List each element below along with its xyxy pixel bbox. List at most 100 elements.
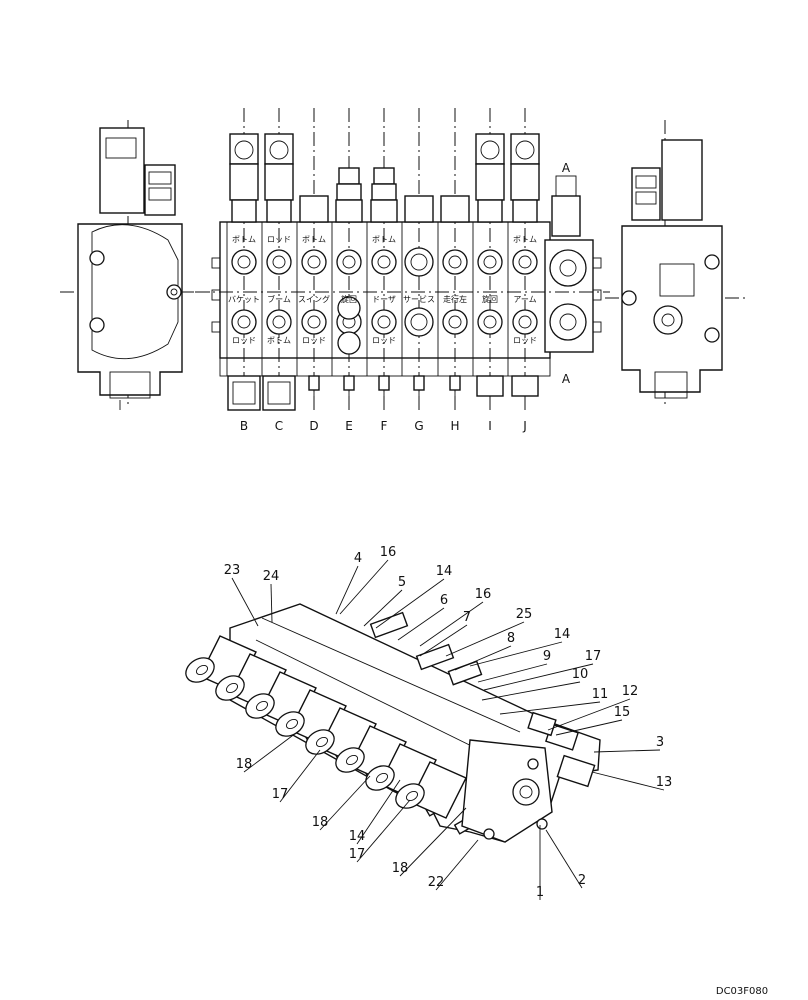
callout-number: 8 <box>507 631 515 646</box>
jp-bot-c: ボトム <box>267 336 291 345</box>
callout-number: 4 <box>354 551 362 566</box>
callout: 6 <box>397 593 448 641</box>
jp-mid-i: 旋回 <box>482 294 498 304</box>
section-label-h: H <box>450 419 459 433</box>
callout: 22 <box>428 839 479 891</box>
callout: 14 <box>469 627 571 667</box>
callout: 2 <box>545 829 586 889</box>
callout: 15 <box>555 705 631 736</box>
jp-mid-d: スイング <box>298 294 330 304</box>
jp-mid-c: ブーム <box>267 294 291 304</box>
callout-number: 15 <box>614 705 631 720</box>
valve-section <box>472 108 505 412</box>
callout-number: 3 <box>656 735 664 750</box>
callout-number: 14 <box>349 829 366 844</box>
jp-top-c: ロッド <box>267 235 291 244</box>
jp-mid-g: サービス <box>403 295 435 304</box>
callout: 11 <box>499 687 609 715</box>
side-label-a-top: A <box>562 161 571 175</box>
callout-number: 7 <box>463 610 471 625</box>
callout-number: 16 <box>380 545 397 560</box>
callout: 12 <box>547 684 639 731</box>
callout-number: 18 <box>236 757 253 772</box>
callout: 18 <box>392 807 467 877</box>
callout: 5 <box>363 575 406 627</box>
callout-number: 11 <box>592 687 609 702</box>
section-label-i: I <box>488 419 492 433</box>
valve-section <box>401 108 434 412</box>
jp-bot-f: ロッド <box>372 336 396 345</box>
callout: 10 <box>481 667 589 701</box>
callout: 7 <box>419 610 471 657</box>
jp-top-b: ボトム <box>232 235 256 244</box>
callout: 18 <box>236 729 301 773</box>
valve-section <box>331 108 363 412</box>
callout: 8 <box>454 631 515 671</box>
callout: 3 <box>593 735 664 753</box>
jp-mid-h: 走行左 <box>443 294 467 304</box>
callout: 17 <box>272 749 321 803</box>
callout: 16 <box>419 587 492 647</box>
valve-section <box>366 108 398 412</box>
callout-number: 10 <box>572 667 589 682</box>
callout: 13 <box>591 771 672 791</box>
callout-number: 2 <box>578 873 586 888</box>
section-label-j: J <box>522 419 527 433</box>
right-side-view <box>605 120 745 408</box>
callout: 14 <box>375 564 453 629</box>
callout-number: 5 <box>398 575 406 590</box>
valve-section <box>296 108 329 412</box>
callout-number: 6 <box>440 593 448 608</box>
callout-number: 22 <box>428 875 445 890</box>
valve-section <box>261 108 296 412</box>
callout-number: 1 <box>536 885 544 900</box>
jp-top-d: ボトム <box>302 235 326 244</box>
callout: 4 <box>335 551 362 615</box>
callout-number: 12 <box>622 684 639 699</box>
callout-number: 18 <box>392 861 409 876</box>
section-labels: B C D E F G H I J A A <box>240 161 571 433</box>
valve-section <box>437 108 470 412</box>
side-label-a-bottom: A <box>562 372 571 386</box>
valve-section <box>507 108 540 412</box>
callout-number: 14 <box>554 627 571 642</box>
callout: 1 <box>536 825 544 900</box>
section-label-c: C <box>275 419 283 433</box>
callout: 14 <box>349 779 401 845</box>
jp-top-f: ボトム <box>372 235 396 244</box>
callout: 18 <box>312 775 371 831</box>
jp-mid-e: 旋回 <box>341 294 357 304</box>
callout: 25 <box>445 607 533 657</box>
valve-sections <box>226 108 540 412</box>
callout: 23 <box>224 563 259 627</box>
callout: 17 <box>483 649 602 691</box>
callout: 17 <box>349 799 411 863</box>
section-label-f: F <box>381 419 388 433</box>
jp-mid-j: アーム <box>513 295 536 304</box>
figure-code: DC03F080 <box>716 986 768 997</box>
callout-number: 14 <box>436 564 453 579</box>
section-label-d: D <box>309 419 318 433</box>
jp-tags: ボトム ロッド ボトム ボトム ボトム バケット ブーム スイング 旋回 ドーザ… <box>228 235 537 345</box>
callout: 24 <box>263 569 279 623</box>
left-side-view <box>60 120 210 410</box>
jp-mid-f: ドーザ <box>372 295 396 304</box>
jp-bot-j: ロッド <box>513 336 537 345</box>
jp-bot-b: ロッド <box>232 336 256 345</box>
callout: 16 <box>339 545 397 615</box>
callout-number: 25 <box>516 607 533 622</box>
jp-top-j: ボトム <box>513 235 537 244</box>
section-label-g: G <box>414 419 423 433</box>
valve-section <box>226 108 261 412</box>
callout: 9 <box>477 649 551 683</box>
callout-number: 23 <box>224 563 241 578</box>
isometric-view <box>185 603 601 843</box>
front-view <box>195 108 610 412</box>
jp-mid-b: バケット <box>228 295 260 304</box>
callout-number: 18 <box>312 815 329 830</box>
callout-number: 16 <box>475 587 492 602</box>
callout-number: 9 <box>543 649 551 664</box>
callout-number: 17 <box>585 649 602 664</box>
